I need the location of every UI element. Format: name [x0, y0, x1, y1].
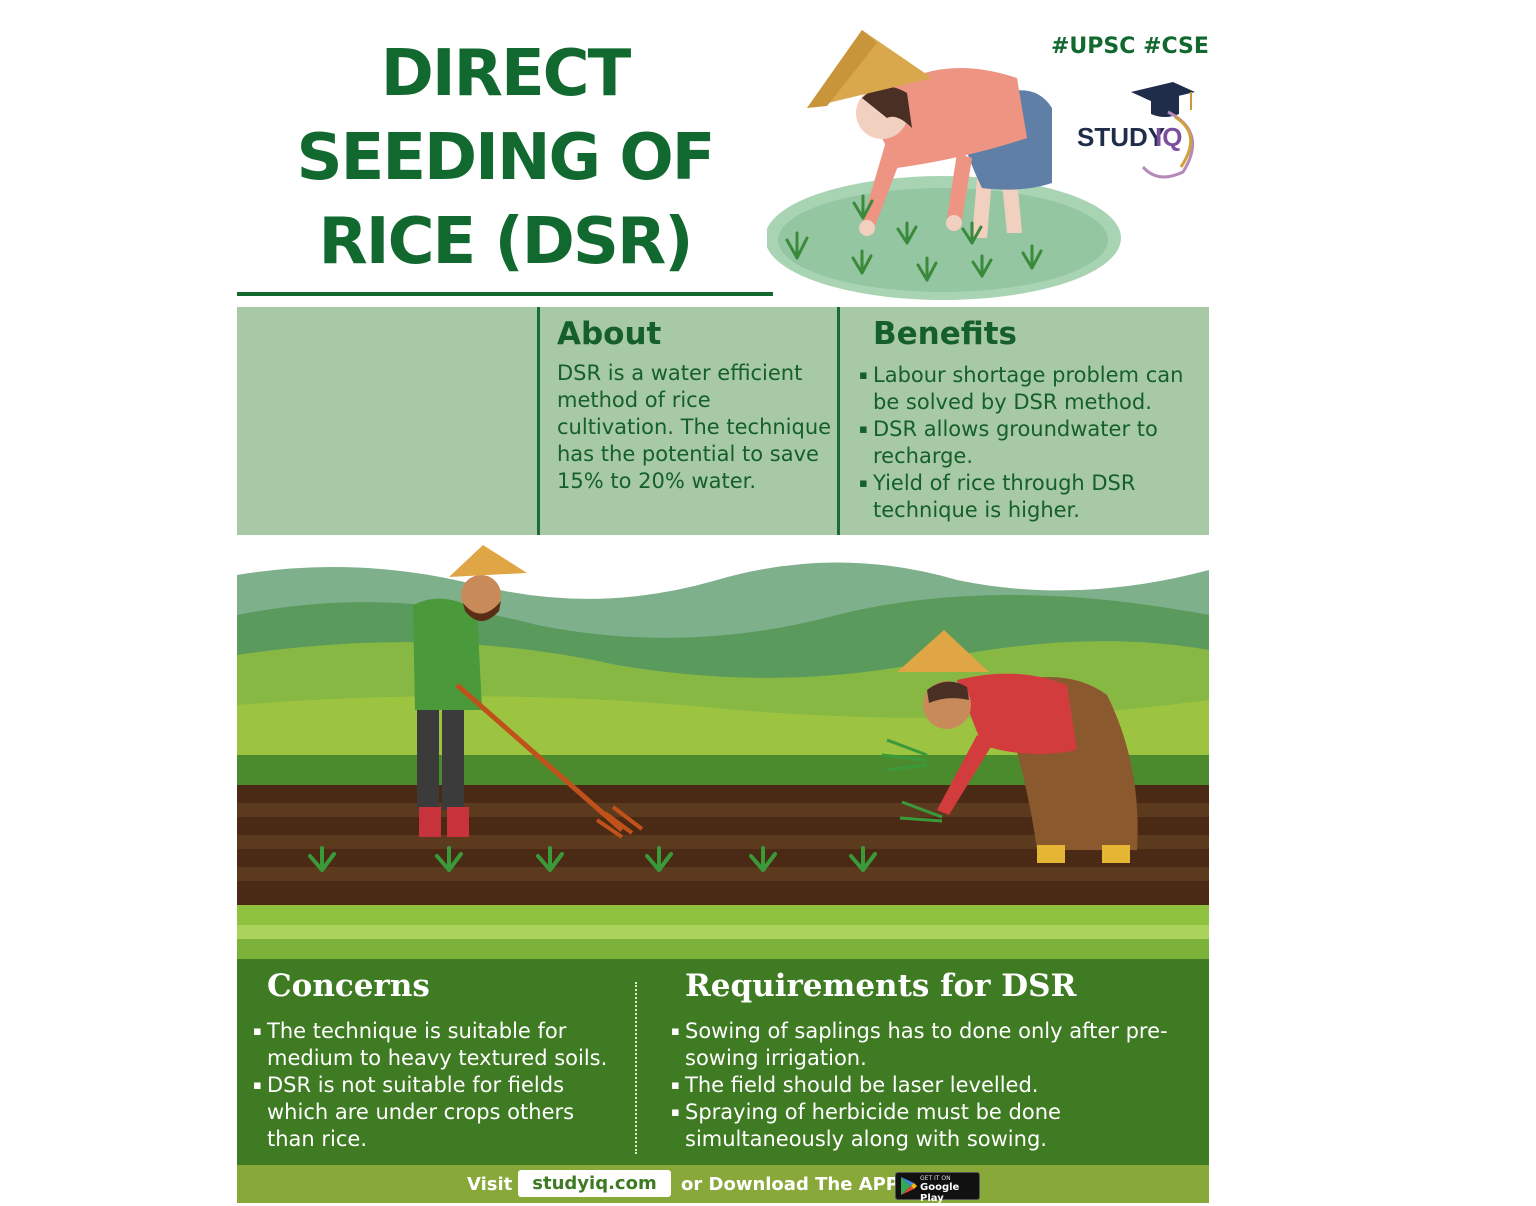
footer-visit-text: Visit: [467, 1174, 513, 1195]
hashtags: #UPSC #CSE: [1051, 34, 1209, 59]
requirements-heading: Requirements for DSR: [685, 968, 1077, 1004]
google-play-small-text: GET IT ON: [920, 1175, 951, 1182]
planting-woman-illustration: [767, 30, 1121, 300]
concerns-list: The technique is suitable for medium to …: [253, 1018, 623, 1153]
requirements-list: Sowing of saplings has to done only afte…: [671, 1018, 1191, 1153]
concerns-heading: Concerns: [267, 968, 430, 1004]
google-play-label: Google Play: [920, 1182, 960, 1204]
benefit-item: DSR allows groundwater to recharge.: [859, 416, 1204, 470]
title-line-1: DIRECT: [380, 37, 632, 111]
benefits-heading: Benefits: [873, 316, 1017, 352]
farmer-with-rake: [413, 545, 644, 839]
rice-field-illustration: [237, 545, 1209, 959]
logo-text-study: STUDY: [1077, 122, 1165, 152]
studyiq-logo: STUDY IQ: [1077, 82, 1195, 179]
band-divider-2: [837, 307, 840, 535]
concern-item: The technique is suitable for medium to …: [253, 1018, 623, 1072]
benefit-item: Labour shortage problem can be solved by…: [859, 362, 1204, 416]
graduation-cap-icon: [1131, 82, 1195, 117]
requirement-item: Spraying of herbicide must be done simul…: [671, 1099, 1191, 1153]
footer-download-text: or Download The APP: [681, 1174, 899, 1195]
title-line-2: SEEDING OF: [296, 121, 716, 195]
studyiq-website-link[interactable]: studyiq.com: [518, 1170, 671, 1197]
title-underline: [237, 292, 773, 296]
requirement-item: The field should be laser levelled.: [671, 1072, 1191, 1099]
requirement-item: Sowing of saplings has to done only afte…: [671, 1018, 1191, 1072]
google-play-badge[interactable]: GET IT ON Google Play: [895, 1172, 980, 1204]
logo-text-iq: IQ: [1155, 122, 1182, 152]
concern-item: DSR is not suitable for fields which are…: [253, 1072, 623, 1153]
about-heading: About: [557, 316, 662, 352]
benefits-list: Labour shortage problem can be solved by…: [859, 362, 1204, 524]
infographic-poster: DIRECT SEEDING OF RICE (DSR): [237, 0, 1209, 1206]
footer-bar: [237, 1165, 1209, 1203]
about-text: DSR is a water efficient method of rice …: [557, 361, 832, 493]
title-line-3: RICE (DSR): [318, 205, 693, 279]
woman-planting: [881, 630, 1138, 863]
google-play-icon: [901, 1177, 917, 1195]
band-divider-1: [537, 307, 540, 535]
benefit-item: Yield of rice through DSR technique is h…: [859, 470, 1204, 524]
lower-divider: [635, 982, 637, 1154]
page-title: DIRECT SEEDING OF RICE (DSR): [237, 32, 773, 284]
